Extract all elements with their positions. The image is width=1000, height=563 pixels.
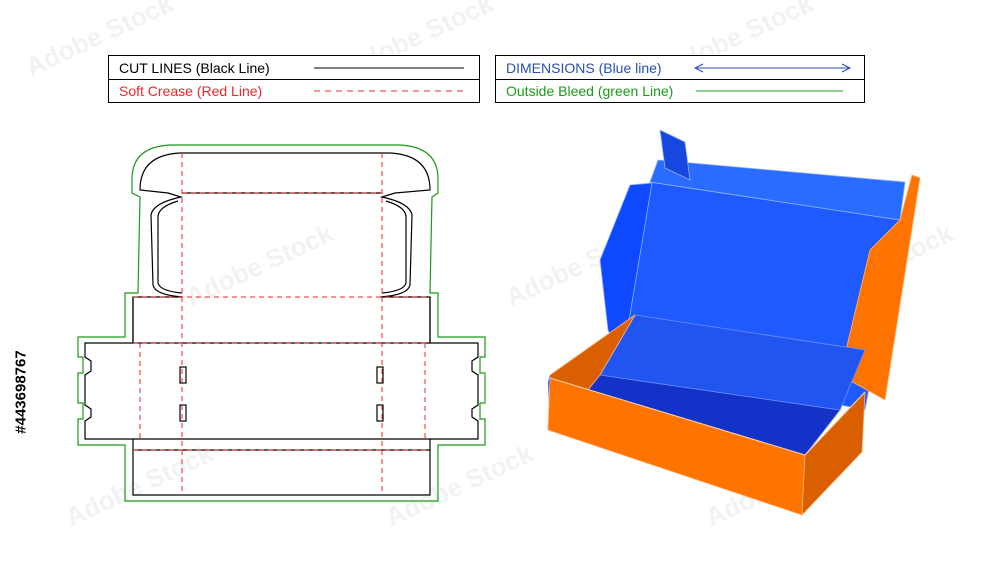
legend-cut-lines: CUT LINES (Black Line) bbox=[109, 56, 479, 80]
legend-dimensions-bleed: DIMENSIONS (Blue line) Outside Bleed (gr… bbox=[495, 55, 865, 103]
soft-crease-label: Soft Crease (Red Line) bbox=[119, 82, 263, 99]
slot bbox=[376, 404, 384, 422]
dimensions-label: DIMENSIONS (Blue line) bbox=[506, 59, 662, 76]
mailer-box-illustration bbox=[547, 129, 921, 517]
soft-crease-sample bbox=[314, 90, 464, 92]
lid-left-flap bbox=[659, 129, 691, 181]
cut-panel-edges bbox=[132, 297, 431, 451]
stock-id: #443698767 bbox=[6, 322, 36, 462]
cut-lines-label: CUT LINES (Black Line) bbox=[119, 59, 270, 76]
soft-crease-lines bbox=[133, 153, 430, 495]
slot bbox=[376, 366, 384, 384]
dimension-arrow-sample bbox=[693, 63, 852, 73]
legend-soft-crease: Soft Crease (Red Line) bbox=[109, 79, 479, 102]
legend-outside-bleed: Outside Bleed (green Line) bbox=[496, 79, 864, 102]
legend-dimensions: DIMENSIONS (Blue line) bbox=[496, 56, 864, 80]
legend-cut-crease: CUT LINES (Black Line) Soft Crease (Red … bbox=[108, 55, 480, 103]
box-dieline bbox=[77, 144, 486, 502]
cut-inner-window bbox=[157, 192, 407, 294]
slot bbox=[179, 404, 187, 422]
outside-bleed-outline bbox=[77, 144, 486, 502]
bleed-line-sample bbox=[696, 90, 843, 92]
box-rim bbox=[549, 377, 866, 456]
outside-bleed-label: Outside Bleed (green Line) bbox=[506, 82, 674, 99]
cut-outline bbox=[84, 152, 479, 496]
cut-line-sample bbox=[314, 67, 464, 69]
slot bbox=[179, 366, 187, 384]
stock-id-text: #443698767 bbox=[12, 350, 30, 434]
